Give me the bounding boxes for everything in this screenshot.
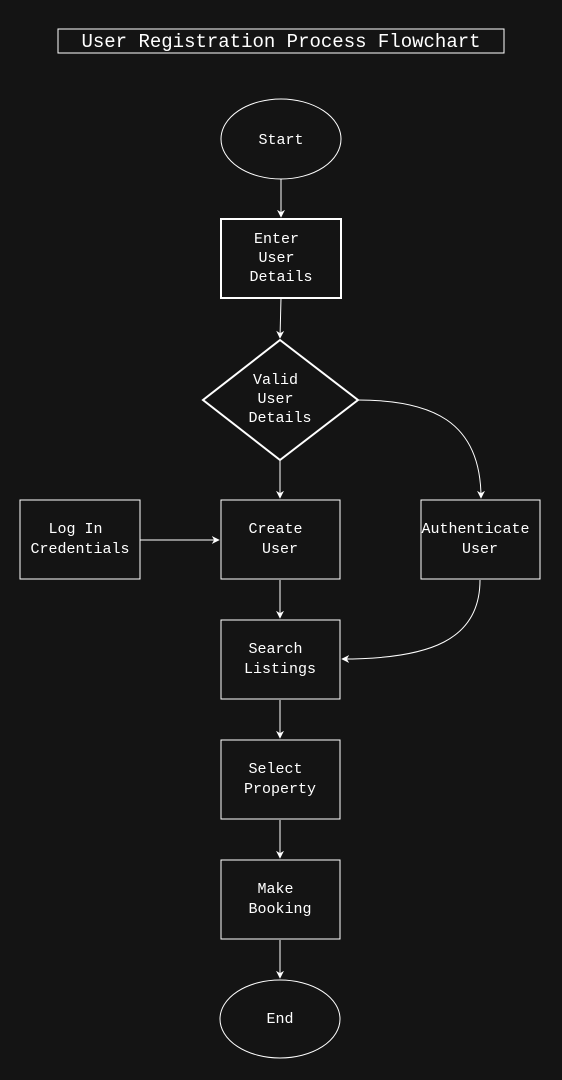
nodes-layer: Start Enter User Details Valid User Deta… xyxy=(19,98,541,1059)
start-label: Start xyxy=(258,132,303,149)
node-end: End xyxy=(219,979,341,1059)
valid-details-line-3: Details xyxy=(248,410,311,427)
node-enter-user-details: Enter User Details xyxy=(220,218,342,299)
log-in-box xyxy=(19,499,141,580)
make-booking-line-2: Booking xyxy=(248,901,311,918)
enter-details-line-1: Enter xyxy=(254,231,299,248)
select-property-box xyxy=(220,739,341,820)
node-select-property: Select Property xyxy=(220,739,341,820)
node-valid-user-details: Valid User Details xyxy=(201,338,360,462)
valid-details-diamond xyxy=(201,338,360,462)
edge-enter-details-to-valid-details xyxy=(276,297,285,339)
node-log-in-credentials: Log In Credentials xyxy=(19,499,141,580)
title-frame xyxy=(57,28,505,54)
create-user-label: Create User xyxy=(248,521,311,558)
node-search-listings: Search Listings xyxy=(220,619,341,700)
log-in-label: Log In Credentials xyxy=(30,521,129,558)
diagram-title: User Registration Process Flowchart xyxy=(57,28,505,54)
valid-details-line-1: Valid xyxy=(253,372,298,389)
make-booking-line-1: Make xyxy=(257,881,293,898)
end-ellipse xyxy=(219,979,341,1059)
enter-details-line-2: User xyxy=(258,250,294,267)
start-ellipse xyxy=(220,98,342,180)
authenticate-user-label: Authenticate User xyxy=(421,521,538,558)
authenticate-user-line-1: Authenticate xyxy=(421,521,529,538)
make-booking-box xyxy=(220,859,341,940)
search-listings-box xyxy=(220,619,341,700)
node-create-user: Create User xyxy=(220,499,341,580)
node-make-booking: Make Booking xyxy=(220,859,341,940)
enter-details-box xyxy=(220,218,342,299)
enter-details-label: Enter User Details xyxy=(249,231,312,286)
search-listings-line-2: Listings xyxy=(244,661,316,678)
edges-layer xyxy=(140,179,485,979)
enter-details-line-3: Details xyxy=(249,269,312,286)
create-user-box xyxy=(220,499,341,580)
authenticate-user-box xyxy=(420,499,541,580)
valid-details-label: Valid User Details xyxy=(248,372,311,427)
log-in-line-1: Log In xyxy=(48,521,102,538)
end-label-line-1: End xyxy=(266,1011,293,1028)
select-property-line-2: Property xyxy=(244,781,316,798)
create-user-line-2: User xyxy=(262,541,298,558)
search-listings-label: Search Listings xyxy=(244,641,316,678)
end-label: End xyxy=(266,1011,293,1028)
start-label-line-1: Start xyxy=(258,132,303,149)
edge-authenticate-user-to-search-listings xyxy=(341,579,481,663)
node-start: Start xyxy=(220,98,342,180)
node-authenticate-user: Authenticate User xyxy=(420,499,541,580)
select-property-line-1: Select xyxy=(248,761,302,778)
edge-valid-details-to-authenticate-user xyxy=(357,399,485,499)
search-listings-line-1: Search xyxy=(248,641,302,658)
authenticate-user-line-2: User xyxy=(462,541,498,558)
select-property-label: Select Property xyxy=(244,761,316,798)
title-text: User Registration Process Flowchart xyxy=(81,31,480,53)
make-booking-label: Make Booking xyxy=(248,881,311,918)
create-user-line-1: Create xyxy=(248,521,302,538)
log-in-line-2: Credentials xyxy=(30,541,129,558)
valid-details-line-2: User xyxy=(257,391,293,408)
